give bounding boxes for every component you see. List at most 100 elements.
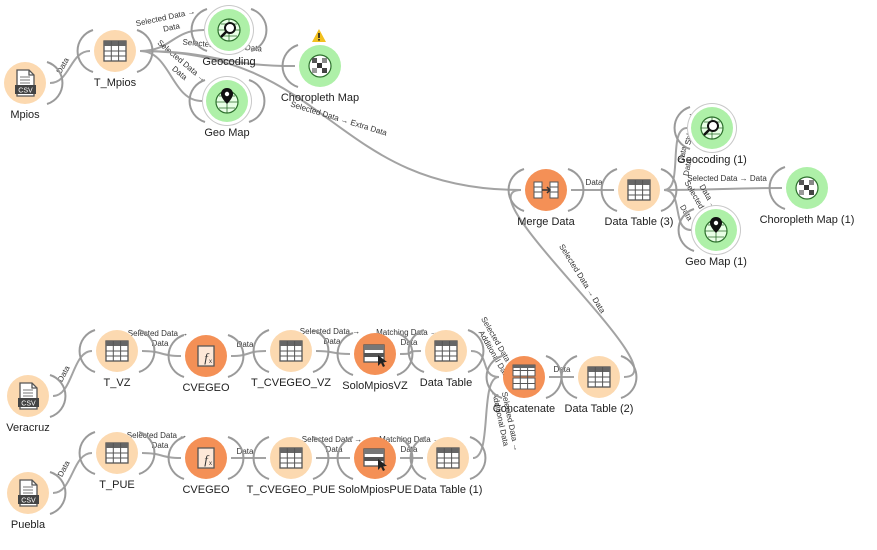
output-port[interactable] [138,328,156,374]
table-icon[interactable] [618,169,660,211]
link-puebla-t_pue[interactable] [52,452,93,494]
output-port[interactable] [248,78,266,124]
node-dt1[interactable]: Data Table (1) [398,435,498,515]
input-port[interactable] [167,435,185,481]
csv-file-icon[interactable]: CSV [4,62,46,104]
choropleth-icon[interactable] [299,45,341,87]
link-dt3-choropleth1[interactable] [663,187,783,191]
link-t_vz-cvegeo_vz[interactable] [141,350,182,357]
link-dt1-concat[interactable] [472,376,500,459]
node-dt_vz[interactable]: Data Table [396,328,496,408]
input-port[interactable] [507,167,525,213]
formula-icon[interactable]: f x [185,437,227,479]
input-port[interactable] [560,354,578,400]
table-icon[interactable] [94,30,136,72]
node-t_cvegeo_vz[interactable]: T_CVEGEO_VZ [241,328,341,408]
node-geocoding1[interactable]: Geocoding (1) [662,105,762,185]
output-port[interactable] [227,333,245,379]
node-geomap[interactable]: Geo Map [177,78,277,158]
input-port[interactable] [600,167,618,213]
link-solo_vz-dt_vz[interactable] [399,350,422,355]
table-icon[interactable] [427,437,469,479]
table-icon[interactable] [270,437,312,479]
input-port[interactable] [252,435,270,481]
geomap-icon[interactable] [695,209,737,251]
node-choropleth1[interactable]: Choropleth Map (1) [757,165,857,245]
node-t_pue[interactable]: T_PUE [67,430,167,510]
output-port[interactable] [396,331,414,377]
node-geocoding[interactable]: Geocoding [179,7,279,87]
table-icon[interactable] [96,330,138,372]
input-port[interactable] [188,78,206,124]
select-rows-icon[interactable] [354,437,396,479]
node-t_mpios[interactable]: T_Mpios [65,28,165,108]
output-port[interactable] [312,435,330,481]
input-port[interactable] [281,43,299,89]
link-t_mpios-merge[interactable] [139,50,522,191]
formula-icon[interactable]: f x [185,335,227,377]
node-t_cvegeo_pue[interactable]: T_CVEGEO_PUE [241,435,341,515]
node-merge[interactable]: Merge Data [496,167,596,247]
input-port[interactable] [485,354,503,400]
link-mpios-t_mpios[interactable] [49,50,91,84]
input-port[interactable] [336,331,354,377]
csv-file-icon[interactable]: CSV [7,375,49,417]
select-rows-icon[interactable] [354,333,396,375]
output-port[interactable] [49,373,67,419]
merge-icon[interactable] [525,169,567,211]
input-port[interactable] [76,28,94,74]
input-port[interactable] [407,328,425,374]
input-port[interactable] [78,430,96,476]
output-port[interactable] [396,435,414,481]
output-port[interactable] [312,328,330,374]
output-port[interactable] [46,60,64,106]
output-port[interactable] [49,470,67,516]
node-t_vz[interactable]: T_VZ [67,328,167,408]
output-port[interactable] [567,167,585,213]
table-icon[interactable] [425,330,467,372]
table-icon[interactable] [96,432,138,474]
link-t_mpios-geomap[interactable] [139,50,203,102]
output-port[interactable] [138,430,156,476]
choropleth-icon[interactable] [786,167,828,209]
input-port[interactable] [677,207,695,253]
node-dt2[interactable]: Data Table (2) [549,354,649,434]
input-port[interactable] [78,328,96,374]
input-port[interactable] [190,7,208,53]
csv-file-icon[interactable]: CSV [7,472,49,514]
input-port[interactable] [768,165,786,211]
table-icon[interactable] [578,356,620,398]
input-port[interactable] [167,333,185,379]
link-cvegeo_vz-t_cvegeo_vz[interactable] [230,350,267,357]
geomap-icon[interactable] [206,80,248,122]
input-port[interactable] [336,435,354,481]
node-geomap1[interactable]: Geo Map (1) [666,207,766,287]
input-port[interactable] [673,105,691,151]
table-icon[interactable] [270,330,312,372]
geocoding-icon[interactable] [691,107,733,149]
output-port[interactable] [660,167,678,213]
node-dt3[interactable]: Data Table (3) [589,167,689,247]
input-port[interactable] [409,435,427,481]
node-choropleth[interactable]: Choropleth Map [270,29,370,123]
output-port[interactable] [620,354,638,400]
concatenate-icon[interactable] [503,356,545,398]
link-dt_vz-concat[interactable] [470,350,500,378]
geocoding-icon[interactable] [208,9,250,51]
link-t_pue-cvegeo_pue[interactable] [141,452,182,459]
output-port[interactable] [227,435,245,481]
output-port[interactable] [469,435,487,481]
node-solo_vz[interactable]: SoloMpiosVZ [325,331,425,411]
link-dt3-geomap1[interactable] [663,189,692,231]
input-port[interactable] [252,328,270,374]
link-dt3-geocoding1[interactable] [663,127,688,191]
output-port[interactable] [467,328,485,374]
node-solo_pue[interactable]: SoloMpiosPUE [325,435,425,515]
output-port[interactable] [250,7,268,53]
